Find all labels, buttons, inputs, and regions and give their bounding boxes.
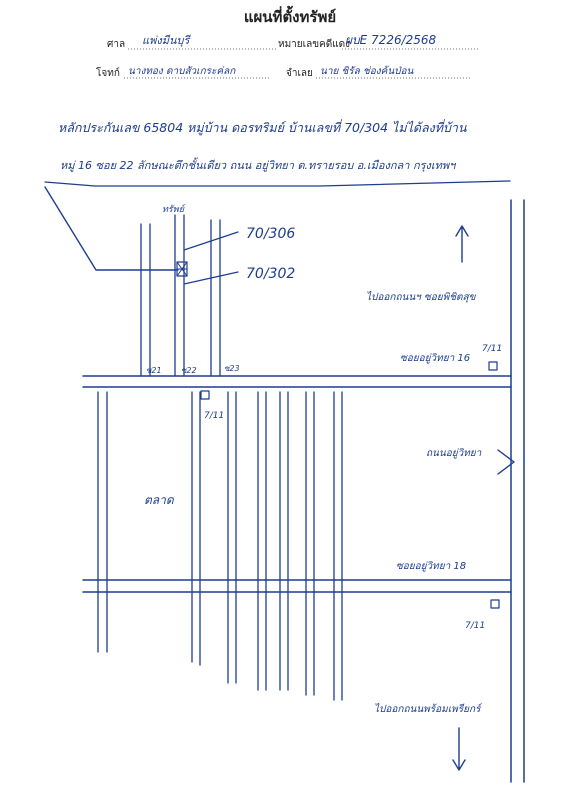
seven-eleven-marker-2 — [488, 361, 498, 371]
label-soi-16: ซอยอยู่วิทยา 16 — [400, 352, 470, 364]
label-seven-eleven-2: 7/11 — [482, 344, 502, 354]
arrow-north-icon — [455, 225, 469, 263]
label-soi-22: ซ22 — [181, 366, 197, 375]
label-seven-eleven-1: 7/11 — [204, 411, 224, 421]
defendant-label: จำเลย — [286, 68, 313, 79]
property-pointer-line — [44, 186, 179, 271]
case-number-value: ผบE 7226/2568 — [345, 33, 437, 47]
lot-302-leader — [183, 271, 239, 285]
label-soi-21: ซ21 — [146, 366, 162, 375]
description-underline — [44, 180, 511, 187]
label-property-point: ทรัพย์ — [162, 204, 186, 215]
label-seven-eleven-3: 7/11 — [465, 621, 485, 631]
seven-eleven-marker-1 — [200, 390, 210, 400]
label-to-south: ไปออกถนนพร้อมเพรียกร์ — [374, 703, 482, 715]
description-line-1: หลักประกันเลข 65804 หมู่บ้าน ดอรทริมย์ บ… — [58, 119, 467, 136]
defendant-value: นาย ชิรัล ช่องค้นป่อน — [320, 65, 415, 77]
arrow-south-icon — [452, 727, 466, 771]
label-soi-23: ซ23 — [224, 364, 240, 373]
document-title: แผนที่ตั้งทรัพย์ — [244, 5, 336, 26]
label-lot-70-302: 70/302 — [246, 266, 295, 282]
description-line-2: หมู่ 16 ซอย 22 ลักษณะตึกชั้นเดียว ถนน อย… — [60, 157, 457, 172]
label-market: ตลาด — [144, 493, 175, 507]
case-number-label: หมายเลขคดีแดง — [278, 38, 350, 50]
court-value: แพ่งมีนบุรี — [142, 34, 191, 47]
main-road-arrow-icon — [497, 449, 515, 475]
court-label: ศาล — [107, 39, 125, 50]
plaintiff-value: นางทอง ดาบสัวเกระค่ลก — [128, 66, 236, 77]
seven-eleven-marker-3 — [490, 599, 500, 609]
lot-306-leader — [183, 231, 239, 251]
plaintiff-label: โจทก์ — [96, 66, 120, 79]
label-soi-18: ซอยอยู่วิทยา 18 — [396, 560, 466, 572]
label-lot-70-306: 70/306 — [246, 226, 295, 242]
label-to-north: ไปออกถนนฯ ซอยพิชิตสุข — [366, 291, 477, 303]
label-main-road: ถนนอยู่วิทยา — [426, 447, 482, 459]
